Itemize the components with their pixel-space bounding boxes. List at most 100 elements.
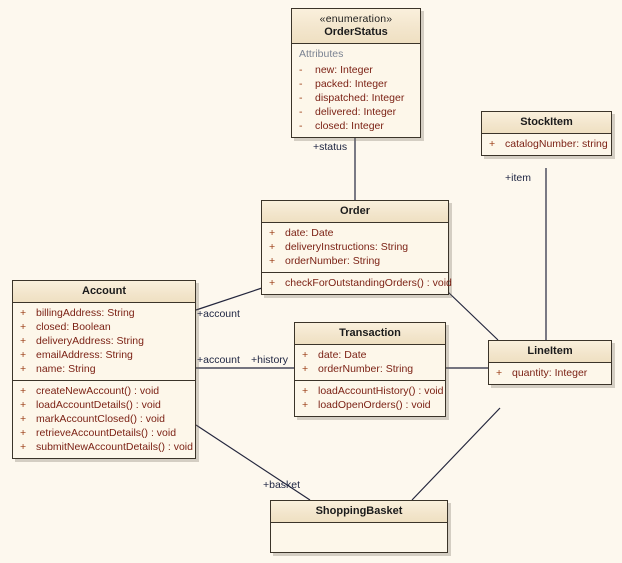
- attribute-row[interactable]: - dispatched: Integer: [292, 91, 420, 105]
- connector-account-order: [195, 287, 263, 311]
- operation-signature: loadOpenOrders() : void: [318, 399, 431, 411]
- attribute-row[interactable]: + orderNumber: String: [262, 254, 448, 268]
- operation-signature: loadAccountHistory() : void: [318, 385, 444, 397]
- role-label-status: +status: [313, 141, 348, 153]
- attribute-signature: orderNumber: String: [285, 255, 381, 267]
- operation-row[interactable]: + loadOpenOrders() : void: [295, 398, 445, 412]
- class-name-stockitem: StockItem: [520, 116, 573, 128]
- visibility-marker: -: [299, 120, 303, 132]
- attribute-row[interactable]: + name: String: [13, 362, 195, 376]
- class-name-order: Order: [340, 205, 370, 217]
- operation-row[interactable]: + submitNewAccountDetails() : void: [13, 440, 195, 454]
- attributes-compartment-lineitem: + quantity: Integer: [489, 363, 611, 384]
- operation-signature: createNewAccount() : void: [36, 385, 160, 397]
- visibility-marker: +: [302, 385, 309, 397]
- attribute-signature: dispatched: Integer: [315, 92, 405, 104]
- attribute-row[interactable]: + quantity: Integer: [489, 366, 611, 380]
- visibility-marker: +: [20, 427, 27, 439]
- class-box-transaction[interactable]: Transaction + date: Date + orderNumber: …: [294, 322, 446, 417]
- attributes-compartment-account: + billingAddress: String + closed: Boole…: [13, 303, 195, 380]
- visibility-marker: +: [20, 307, 27, 319]
- class-box-order[interactable]: Order + date: Date + deliveryInstruction…: [261, 200, 452, 295]
- class-header-orderstatus: «enumeration» OrderStatus: [292, 9, 420, 44]
- attribute-row[interactable]: + catalogNumber: string: [482, 137, 611, 151]
- visibility-marker: +: [269, 277, 276, 289]
- attribute-signature: billingAddress: String: [36, 307, 135, 319]
- attribute-row[interactable]: - delivered: Integer: [292, 105, 420, 119]
- attributes-compartment-stockitem: + catalogNumber: string: [482, 134, 611, 155]
- operation-row[interactable]: + loadAccountDetails() : void: [13, 398, 195, 412]
- class-box-stockitem[interactable]: StockItem + catalogNumber: string: [481, 111, 612, 156]
- visibility-marker: -: [299, 106, 303, 118]
- role-label-basket: +basket: [263, 479, 301, 491]
- role-label-account-transaction: +account: [197, 354, 240, 366]
- class-header-shoppingbasket: ShoppingBasket: [271, 501, 447, 523]
- visibility-marker: +: [20, 441, 27, 453]
- class-header-transaction: Transaction: [295, 323, 445, 345]
- class-box-shoppingbasket[interactable]: ShoppingBasket: [270, 500, 448, 553]
- attributes-compartment-orderstatus: Attributes - new: Integer - packed: Inte…: [292, 44, 420, 137]
- attribute-row[interactable]: - packed: Integer: [292, 77, 420, 91]
- attribute-signature: deliveryInstructions: String: [285, 241, 409, 253]
- operations-compartment-order: + checkForOutstandingOrders() : void: [262, 272, 452, 294]
- attribute-signature: date: Date: [318, 349, 367, 361]
- visibility-marker: -: [299, 64, 303, 76]
- operation-signature: submitNewAccountDetails() : void: [36, 441, 193, 453]
- class-header-order: Order: [262, 201, 448, 223]
- class-name-lineitem: LineItem: [527, 345, 573, 357]
- attribute-row[interactable]: + deliveryAddress: String: [13, 334, 195, 348]
- connector-order-lineitem: [447, 291, 499, 341]
- attribute-signature: name: String: [36, 363, 96, 375]
- attribute-signature: catalogNumber: string: [505, 138, 608, 150]
- attribute-row[interactable]: + closed: Boolean: [13, 320, 195, 334]
- class-header-lineitem: LineItem: [489, 341, 611, 363]
- visibility-marker: +: [20, 385, 27, 397]
- attribute-signature: closed: Boolean: [36, 321, 111, 333]
- class-name-account: Account: [82, 285, 126, 297]
- attribute-row[interactable]: + emailAddress: String: [13, 348, 195, 362]
- operation-row[interactable]: + loadAccountHistory() : void: [295, 384, 445, 398]
- operation-signature: loadAccountDetails() : void: [36, 399, 161, 411]
- attribute-signature: deliveryAddress: String: [36, 335, 144, 347]
- attribute-row[interactable]: + date: Date: [295, 348, 445, 362]
- visibility-marker: +: [302, 363, 309, 375]
- attribute-row[interactable]: + deliveryInstructions: String: [262, 240, 448, 254]
- operation-row[interactable]: + createNewAccount() : void: [13, 384, 195, 398]
- class-box-lineitem[interactable]: LineItem + quantity: Integer: [488, 340, 612, 385]
- visibility-marker: -: [299, 78, 303, 90]
- visibility-marker: +: [20, 349, 27, 361]
- attribute-signature: packed: Integer: [315, 78, 388, 90]
- visibility-marker: +: [489, 138, 496, 150]
- class-box-orderstatus[interactable]: «enumeration» OrderStatus Attributes - n…: [291, 8, 421, 138]
- attribute-row[interactable]: + orderNumber: String: [295, 362, 445, 376]
- class-stereotype-orderstatus: «enumeration»: [319, 13, 393, 25]
- visibility-marker: +: [302, 399, 309, 411]
- attribute-row[interactable]: - new: Integer: [292, 63, 420, 77]
- attribute-signature: orderNumber: String: [318, 363, 414, 375]
- attributes-compartment-shoppingbasket: [271, 523, 447, 552]
- attributes-section-label: Attributes: [299, 48, 344, 60]
- attribute-signature: date: Date: [285, 227, 334, 239]
- attribute-row[interactable]: + date: Date: [262, 226, 448, 240]
- attributes-compartment-order: + date: Date + deliveryInstructions: Str…: [262, 223, 448, 272]
- operation-signature: markAccountClosed() : void: [36, 413, 165, 425]
- attribute-signature: closed: Integer: [315, 120, 384, 132]
- visibility-marker: +: [20, 399, 27, 411]
- class-header-stockitem: StockItem: [482, 112, 611, 134]
- operations-compartment-account: + createNewAccount() : void + loadAccoun…: [13, 380, 195, 458]
- class-name-orderstatus: OrderStatus: [324, 26, 388, 38]
- visibility-marker: +: [20, 335, 27, 347]
- role-label-history: +history: [251, 354, 289, 366]
- operation-row[interactable]: + retrieveAccountDetails() : void: [13, 426, 195, 440]
- visibility-marker: +: [496, 367, 503, 379]
- attribute-row[interactable]: + billingAddress: String: [13, 306, 195, 320]
- operation-signature: checkForOutstandingOrders() : void: [285, 277, 452, 289]
- attribute-signature: emailAddress: String: [36, 349, 133, 361]
- attribute-row[interactable]: - closed: Integer: [292, 119, 420, 133]
- operation-signature: retrieveAccountDetails() : void: [36, 427, 177, 439]
- class-box-account[interactable]: Account + billingAddress: String + close…: [12, 280, 196, 459]
- visibility-marker: +: [20, 363, 27, 375]
- operation-row[interactable]: + checkForOutstandingOrders() : void: [262, 276, 452, 290]
- operation-row[interactable]: + markAccountClosed() : void: [13, 412, 195, 426]
